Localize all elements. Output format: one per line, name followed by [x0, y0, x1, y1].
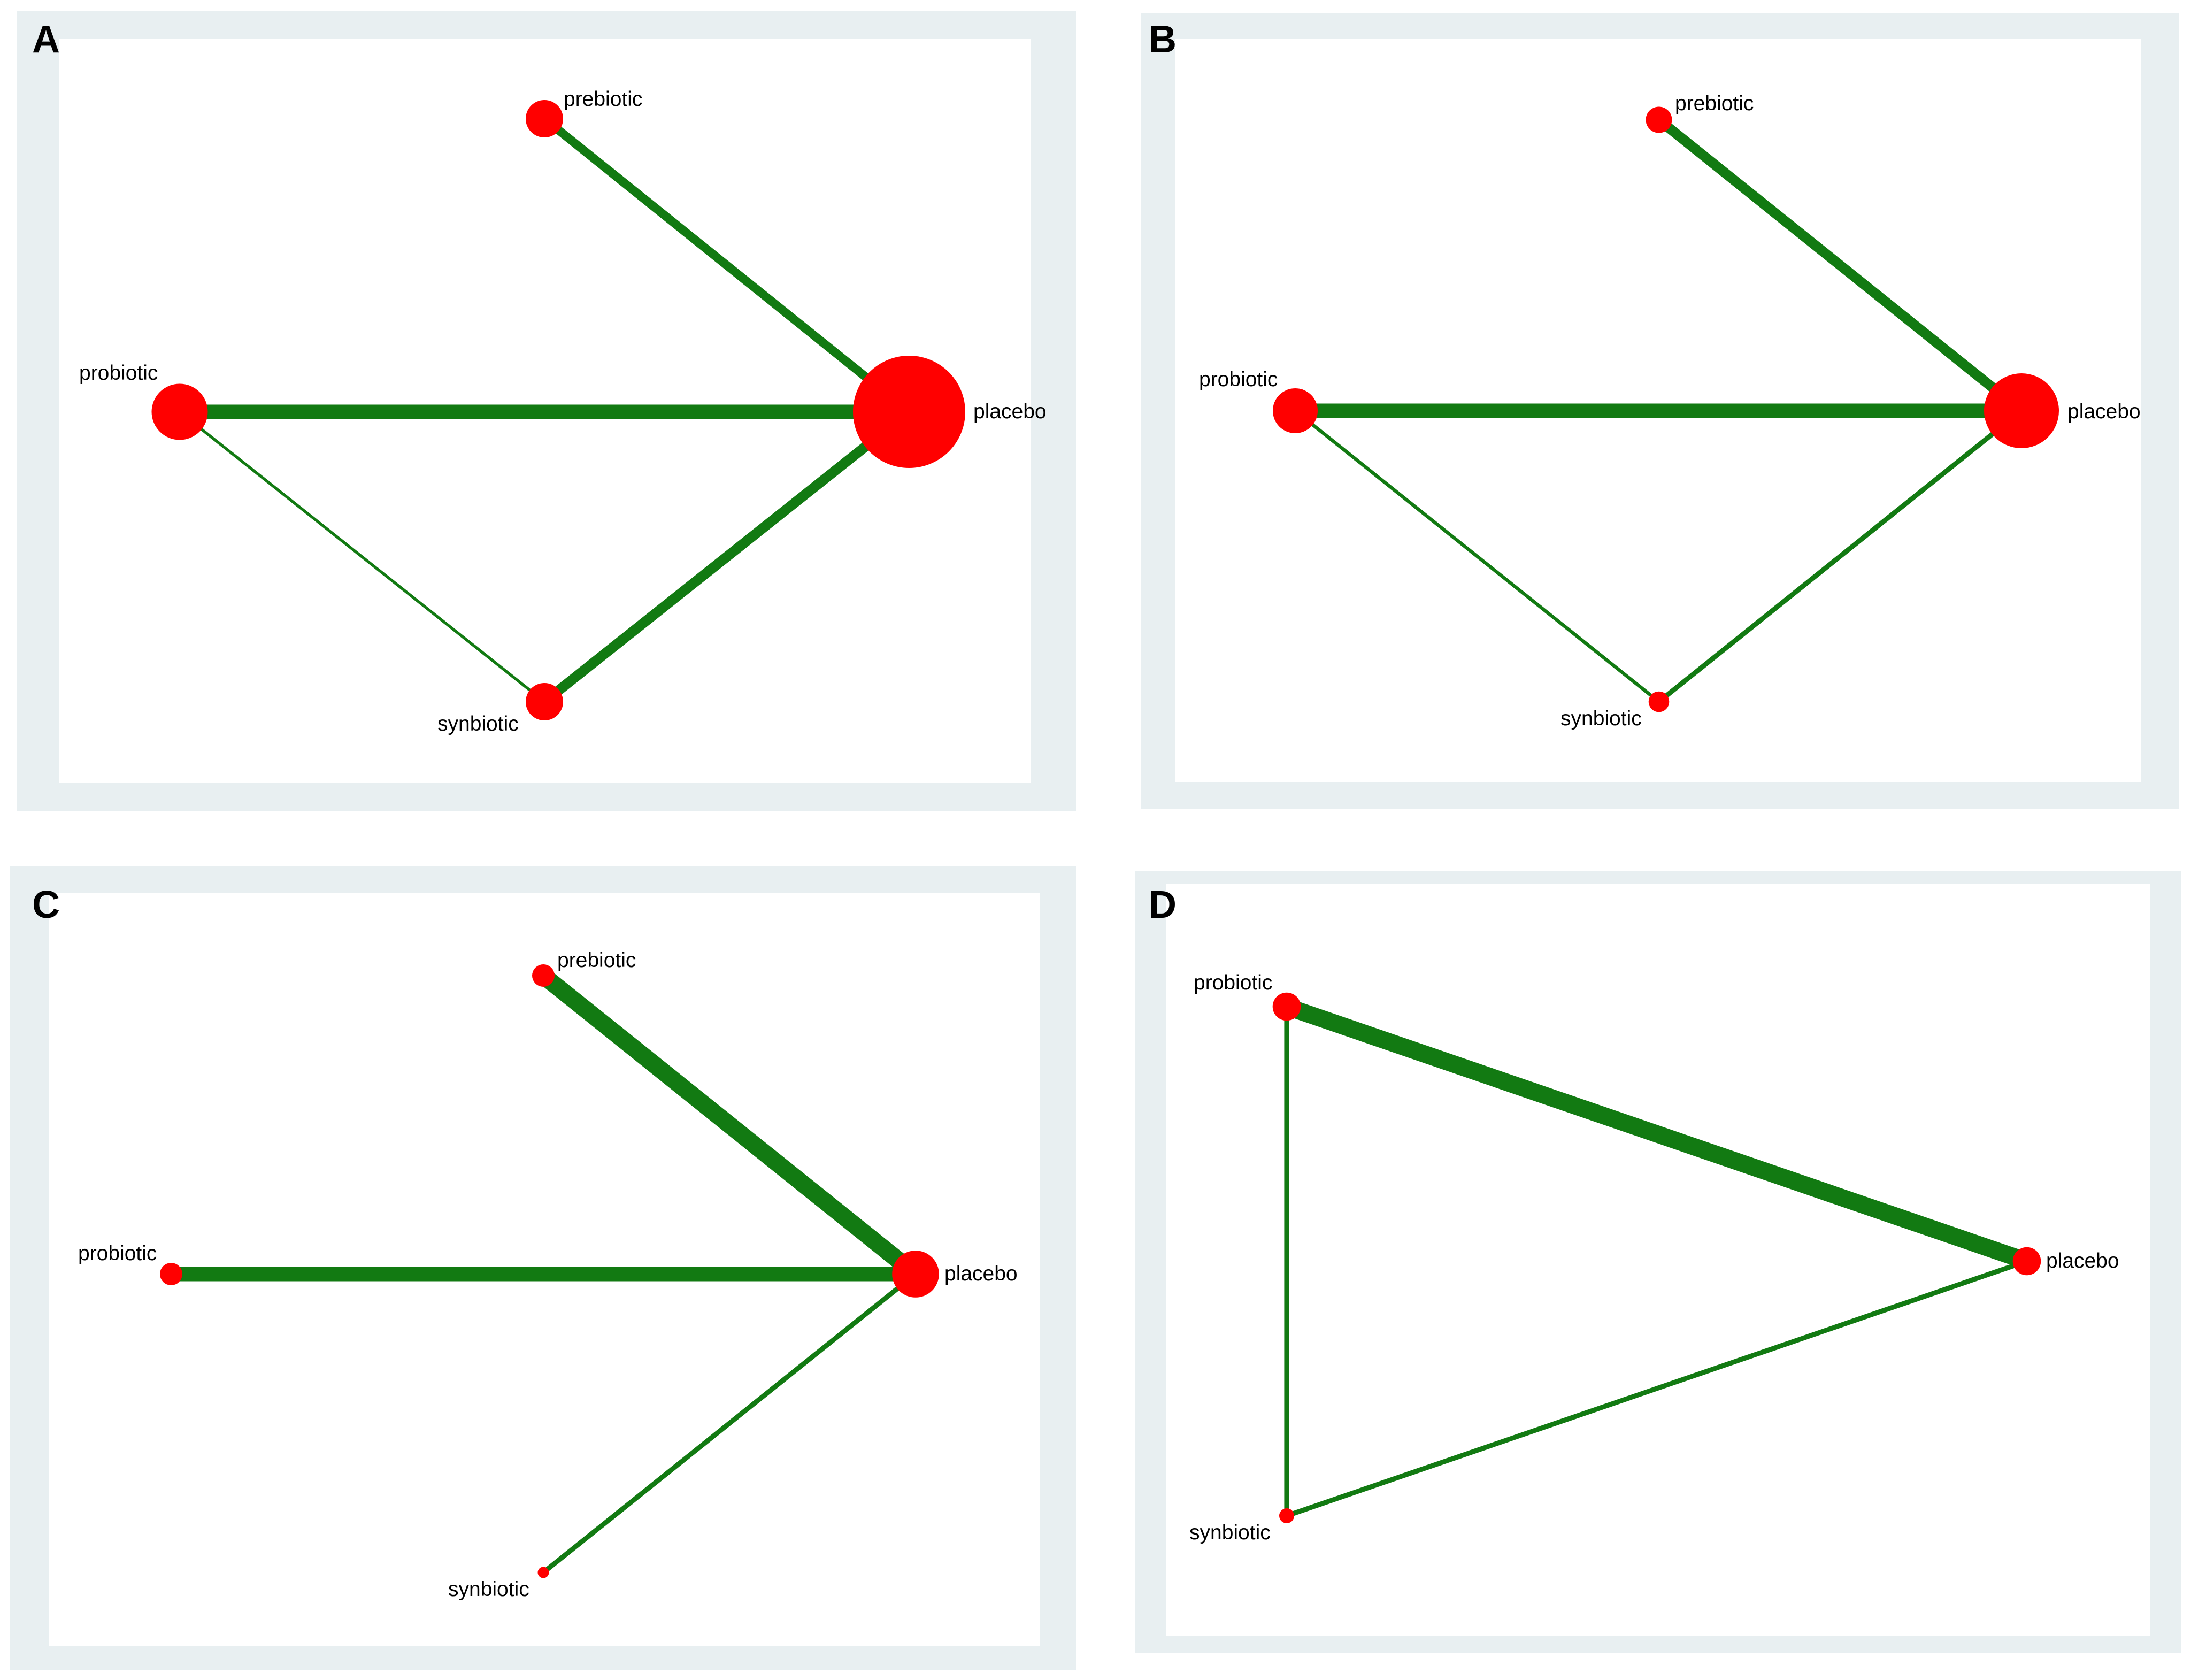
panel-d-edges	[1283, 998, 2030, 1518]
panel-a-node-probiotic	[151, 383, 208, 440]
panel-b-labels: prebiotic probiotic placebo synbiotic	[1199, 92, 2141, 730]
panel-d-label-synbiotic: synbiotic	[1189, 1521, 1271, 1544]
panel-a-node-placebo	[853, 356, 965, 468]
panel-b-node-probiotic	[1273, 388, 1318, 433]
panel-d: probiotic placebo synbiotic D	[1135, 871, 2181, 1653]
panel-d-label-probiotic: probiotic	[1194, 971, 1272, 994]
panel-d-labels: probiotic placebo synbiotic	[1189, 971, 2119, 1544]
panel-c-label-probiotic: probiotic	[78, 1242, 157, 1265]
panel-b-node-prebiotic	[1646, 106, 1672, 133]
panel-a-labels: prebiotic probiotic placebo synbiotic	[79, 88, 1047, 735]
panel-b-edges	[1294, 116, 2025, 704]
panel-a-edge-prebiotic-placebo	[541, 115, 912, 416]
panel-a-edge-placebo-synbiotic	[541, 408, 912, 706]
panel-b-label-placebo: placebo	[2067, 400, 2141, 423]
panel-d-letter: D	[1149, 884, 1177, 926]
panel-b: prebiotic probiotic placebo synbiotic B	[1141, 13, 2179, 809]
panel-d-node-placebo	[2012, 1247, 2041, 1276]
panel-c: prebiotic probiotic placebo synbiotic C	[10, 866, 1076, 1670]
panel-a-node-prebiotic	[526, 100, 563, 137]
panel-a-label-prebiotic: prebiotic	[564, 88, 642, 111]
panel-c-node-placebo	[892, 1251, 939, 1298]
panel-d-node-synbiotic	[1279, 1508, 1294, 1523]
panel-b-label-prebiotic: prebiotic	[1675, 92, 1754, 115]
panel-d-node-probiotic	[1272, 992, 1301, 1021]
panel-b-nodes	[1273, 106, 2059, 712]
panel-c-edge-placebo-synbiotic	[542, 1272, 917, 1575]
panel-a: prebiotic probiotic placebo synbiotic A	[17, 11, 1076, 811]
panel-a-label-synbiotic: synbiotic	[437, 712, 519, 735]
panel-d-label-placebo: placebo	[2046, 1249, 2119, 1272]
panel-b-label-probiotic: probiotic	[1199, 368, 1278, 391]
panel-b-label-synbiotic: synbiotic	[1560, 707, 1642, 730]
panel-c-labels: prebiotic probiotic placebo synbiotic	[78, 949, 1018, 1601]
panel-a-edge-probiotic-synbiotic	[179, 410, 545, 703]
panel-c-letter: C	[32, 884, 60, 926]
panel-c-label-synbiotic: synbiotic	[448, 1578, 529, 1601]
panel-b-edge-placebo-synbiotic	[1657, 409, 2023, 704]
panel-a-node-synbiotic	[526, 683, 563, 720]
panel-b-edge-probiotic-synbiotic	[1294, 409, 1660, 703]
panel-b-node-synbiotic	[1648, 691, 1670, 712]
panel-d-edge-probiotic-placebo	[1283, 998, 2030, 1270]
panel-d-plot-area	[1166, 884, 2150, 1636]
panel-c-edges	[171, 969, 921, 1575]
panel-a-letter: A	[32, 18, 60, 61]
panel-c-node-probiotic	[160, 1263, 182, 1285]
panel-d-edge-placebo-synbiotic	[1286, 1259, 2028, 1518]
panel-d-nodes	[1272, 992, 2041, 1523]
panel-b-letter: B	[1149, 18, 1177, 61]
panel-a-label-placebo: placebo	[973, 400, 1047, 423]
panel-c-nodes	[160, 964, 939, 1578]
panel-c-node-prebiotic	[532, 964, 555, 987]
panel-c-label-prebiotic: prebiotic	[557, 949, 636, 972]
panel-a-edges	[179, 115, 912, 706]
panel-c-node-synbiotic	[537, 1567, 549, 1578]
panel-b-edge-prebiotic-placebo	[1656, 116, 2025, 415]
panel-b-node-placebo	[1984, 373, 2059, 448]
panel-a-label-probiotic: probiotic	[79, 362, 158, 385]
panel-c-label-placebo: placebo	[944, 1262, 1018, 1285]
panel-c-edge-prebiotic-placebo	[537, 969, 921, 1281]
panel-a-nodes	[151, 100, 965, 720]
